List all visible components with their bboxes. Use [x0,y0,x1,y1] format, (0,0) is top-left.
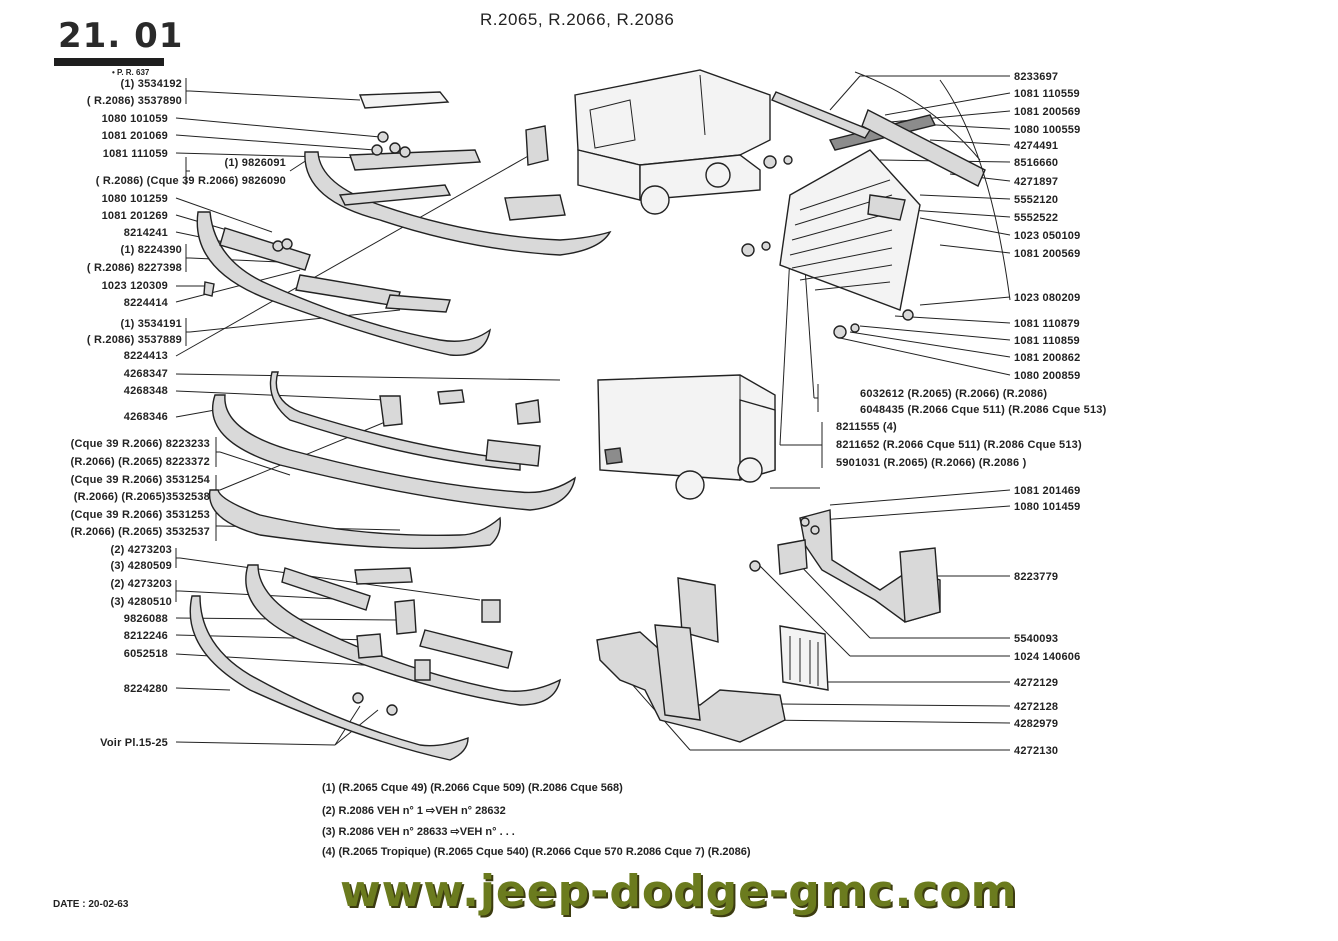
callout-1023-050109: 1023 050109 [1014,230,1081,242]
callout-4268347: 4268347 [123,368,168,380]
callout-4272129: 4272129 [1014,677,1059,689]
callout-4268346: 4268346 [123,411,168,423]
callout-6052518: 6052518 [123,648,168,660]
callout-3537890: ( R.2086) 3537890 [86,95,182,107]
bumper-group-bottom [189,564,561,761]
callout-8224390: (1) 8224390 [120,244,182,256]
callout-4280510: (3) 4280510 [110,596,172,608]
callout-1023-080209: 1023 080209 [1014,292,1081,304]
footnote-4: (4) (R.2065 Tropique) (R.2065 Cque 540) … [322,846,751,858]
truck-rear-illustration [597,374,776,500]
callout-8211555: 8211555 (4) [836,421,897,433]
callout-1081-110859: 1081 110859 [1014,335,1080,347]
callout-1024-140606: 1024 140606 [1014,651,1081,663]
callout-8211652: 8211652 (R.2066 Cque 511) (R.2086 Cque 5… [836,439,1082,451]
callout-1081-110559: 1081 110559 [1014,88,1080,100]
callout-8223779: 8223779 [1014,571,1059,583]
website-watermark: www.jeep-dodge-gmc.com [340,866,1018,917]
callout-8223372: (R.2066) (R.2065) 8223372 [70,456,210,468]
callout-5901031: 5901031 (R.2065) (R.2066) (R.2086 ) [836,457,1027,469]
callout-1080-200859: 1080 200859 [1014,370,1081,382]
callout-5552120: 5552120 [1014,194,1059,206]
callout-4268348: 4268348 [123,385,168,397]
callout-3531253: (Cque 39 R.2066) 3531253 [70,509,210,521]
callout-voir-pl-15-25: Voir Pl.15-25 [100,737,168,749]
callout-8224413: 8224413 [123,350,168,362]
bumper-group-third [208,371,576,550]
callout-8233697: 8233697 [1014,71,1059,83]
page-reference: • P. R. 637 [112,68,150,77]
page-number-underline [54,58,164,66]
callout-1080-101059: 1080 101059 [101,113,168,125]
callout-8212246: 8212246 [123,630,168,642]
callout-1080-100559: 1080 100559 [1014,124,1081,136]
callout-8224280: 8224280 [123,683,168,695]
model-list: R.2065, R.2066, R.2086 [480,10,675,29]
callout-1080-101459: 1080 101459 [1014,501,1081,513]
callout-9826090: ( R.2086) (Cque 39 R.2066) 9826090 [95,175,286,187]
footnote-1: (1) (R.2065 Cque 49) (R.2066 Cque 509) (… [322,782,623,794]
callout-8516660: 8516660 [1014,157,1059,169]
radiator-grille [741,71,1011,339]
callout-1081-201469: 1081 201469 [1014,485,1081,497]
callout-1081-110879: 1081 110879 [1014,318,1080,330]
callout-4282979: 4282979 [1014,718,1059,730]
truck-front-illustration [574,69,771,215]
callout-4273203-a: (2) 4273203 [110,544,172,556]
callout-1081-201269: 1081 201269 [101,210,168,222]
callout-1081-200862: 1081 200862 [1014,352,1081,364]
callout-1081-111059: 1081 111059 [102,148,168,160]
callout-4271897: 4271897 [1014,176,1059,188]
callout-1081-201069: 1081 201069 [101,130,168,142]
callout-4274491: 4274491 [1014,140,1059,152]
bumper-group-second [196,211,492,356]
callout-3534192: (1) 3534192 [120,78,182,90]
callout-6032612: 6032612 (R.2065) (R.2066) (R.2086) [860,388,1048,400]
callout-4272128: 4272128 [1014,701,1059,713]
callout-5540093: 5540093 [1014,633,1059,645]
callout-3537889: ( R.2086) 3537889 [86,334,182,346]
callout-1023-120309: 1023 120309 [101,280,168,292]
callout-1080-101259: 1080 101259 [101,193,168,205]
rear-brackets [596,509,941,743]
callout-4280509: (3) 4280509 [110,560,172,572]
page-number: 21. 01 [58,16,184,56]
callout-8223233: (Cque 39 R.2066) 8223233 [70,438,210,450]
footnote-3: (3) R.2086 VEH n° 28633 ⇨VEH n° . . . [322,826,515,838]
callout-1081-200569-a: 1081 200569 [1014,106,1081,118]
footnote-2: (2) R.2086 VEH n° 1 ⇨VEH n° 28632 [322,805,506,817]
callout-8224414: 8224414 [123,297,168,309]
callout-3532537: (R.2066) (R.2065) 3532537 [70,526,210,538]
callout-4272130: 4272130 [1014,745,1059,757]
callout-8227398: ( R.2086) 8227398 [86,262,182,274]
callout-9826088: 9826088 [123,613,168,625]
callout-4273203-b: (2) 4273203 [110,578,172,590]
date-stamp: DATE : 20-02-63 [53,899,129,910]
left-label-braces [175,78,823,602]
callout-8214241: 8214241 [123,227,168,239]
bumper-group-top [304,91,612,256]
callout-1081-200569-b: 1081 200569 [1014,248,1081,260]
callout-3531254: (Cque 39 R.2066) 3531254 [70,474,210,486]
callout-3532538: (R.2066) (R.2065)3532538 [73,491,210,503]
callout-3534191: (1) 3534191 [120,318,182,330]
callout-6048435: 6048435 (R.2066 Cque 511) (R.2086 Cque 5… [860,404,1107,416]
callout-9826091: (1) 9826091 [224,157,286,169]
callout-5552522: 5552522 [1014,212,1059,224]
